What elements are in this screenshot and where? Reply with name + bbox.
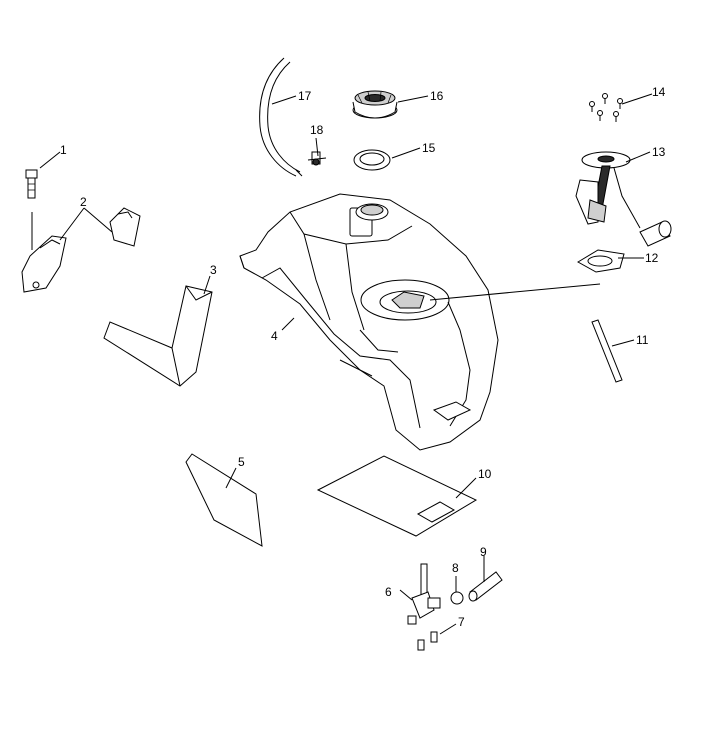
part-12-pump-gasket bbox=[577, 249, 625, 273]
part-18-hose-clamp bbox=[307, 151, 327, 166]
part-5-pad bbox=[185, 453, 263, 547]
part-16-fuel-cap bbox=[352, 90, 398, 119]
callout-labels: 1 2 3 4 5 6 7 8 9 10 11 12 13 14 15 16 1… bbox=[60, 85, 666, 629]
callout-5: 5 bbox=[238, 455, 245, 469]
part-10-pad bbox=[316, 455, 478, 537]
callout-4: 4 bbox=[271, 329, 278, 343]
leader-lines bbox=[31, 93, 653, 635]
part-3-pad bbox=[103, 285, 213, 387]
part-2-brackets bbox=[21, 207, 141, 293]
part-11-rod bbox=[591, 319, 623, 383]
callout-12: 12 bbox=[645, 251, 659, 265]
callout-13: 13 bbox=[652, 145, 666, 159]
part-17-fuel-hose bbox=[259, 57, 303, 177]
callout-2: 2 bbox=[80, 195, 87, 209]
callout-18: 18 bbox=[310, 123, 324, 137]
callout-3: 3 bbox=[210, 263, 217, 277]
callout-14: 14 bbox=[652, 85, 666, 99]
callout-15: 15 bbox=[422, 141, 436, 155]
part-7-screws bbox=[417, 631, 438, 651]
callout-1: 1 bbox=[60, 143, 67, 157]
callout-11: 11 bbox=[636, 333, 649, 347]
callout-8: 8 bbox=[452, 561, 459, 575]
callout-17: 17 bbox=[298, 89, 312, 103]
part-15-cap-gasket bbox=[353, 149, 391, 171]
part-4-fuel-tank bbox=[239, 193, 499, 451]
part-9-hose bbox=[468, 571, 503, 602]
part-13-fuel-pump bbox=[575, 151, 672, 247]
callout-6: 6 bbox=[385, 585, 392, 599]
part-8-clamp bbox=[450, 591, 464, 605]
part-1-bolt bbox=[25, 169, 38, 199]
part-14-screws bbox=[589, 93, 623, 122]
callout-9: 9 bbox=[480, 545, 487, 559]
callout-7: 7 bbox=[458, 615, 465, 629]
callout-16: 16 bbox=[430, 89, 444, 103]
callout-10: 10 bbox=[478, 467, 492, 481]
part-6-fuel-valve bbox=[407, 563, 441, 625]
